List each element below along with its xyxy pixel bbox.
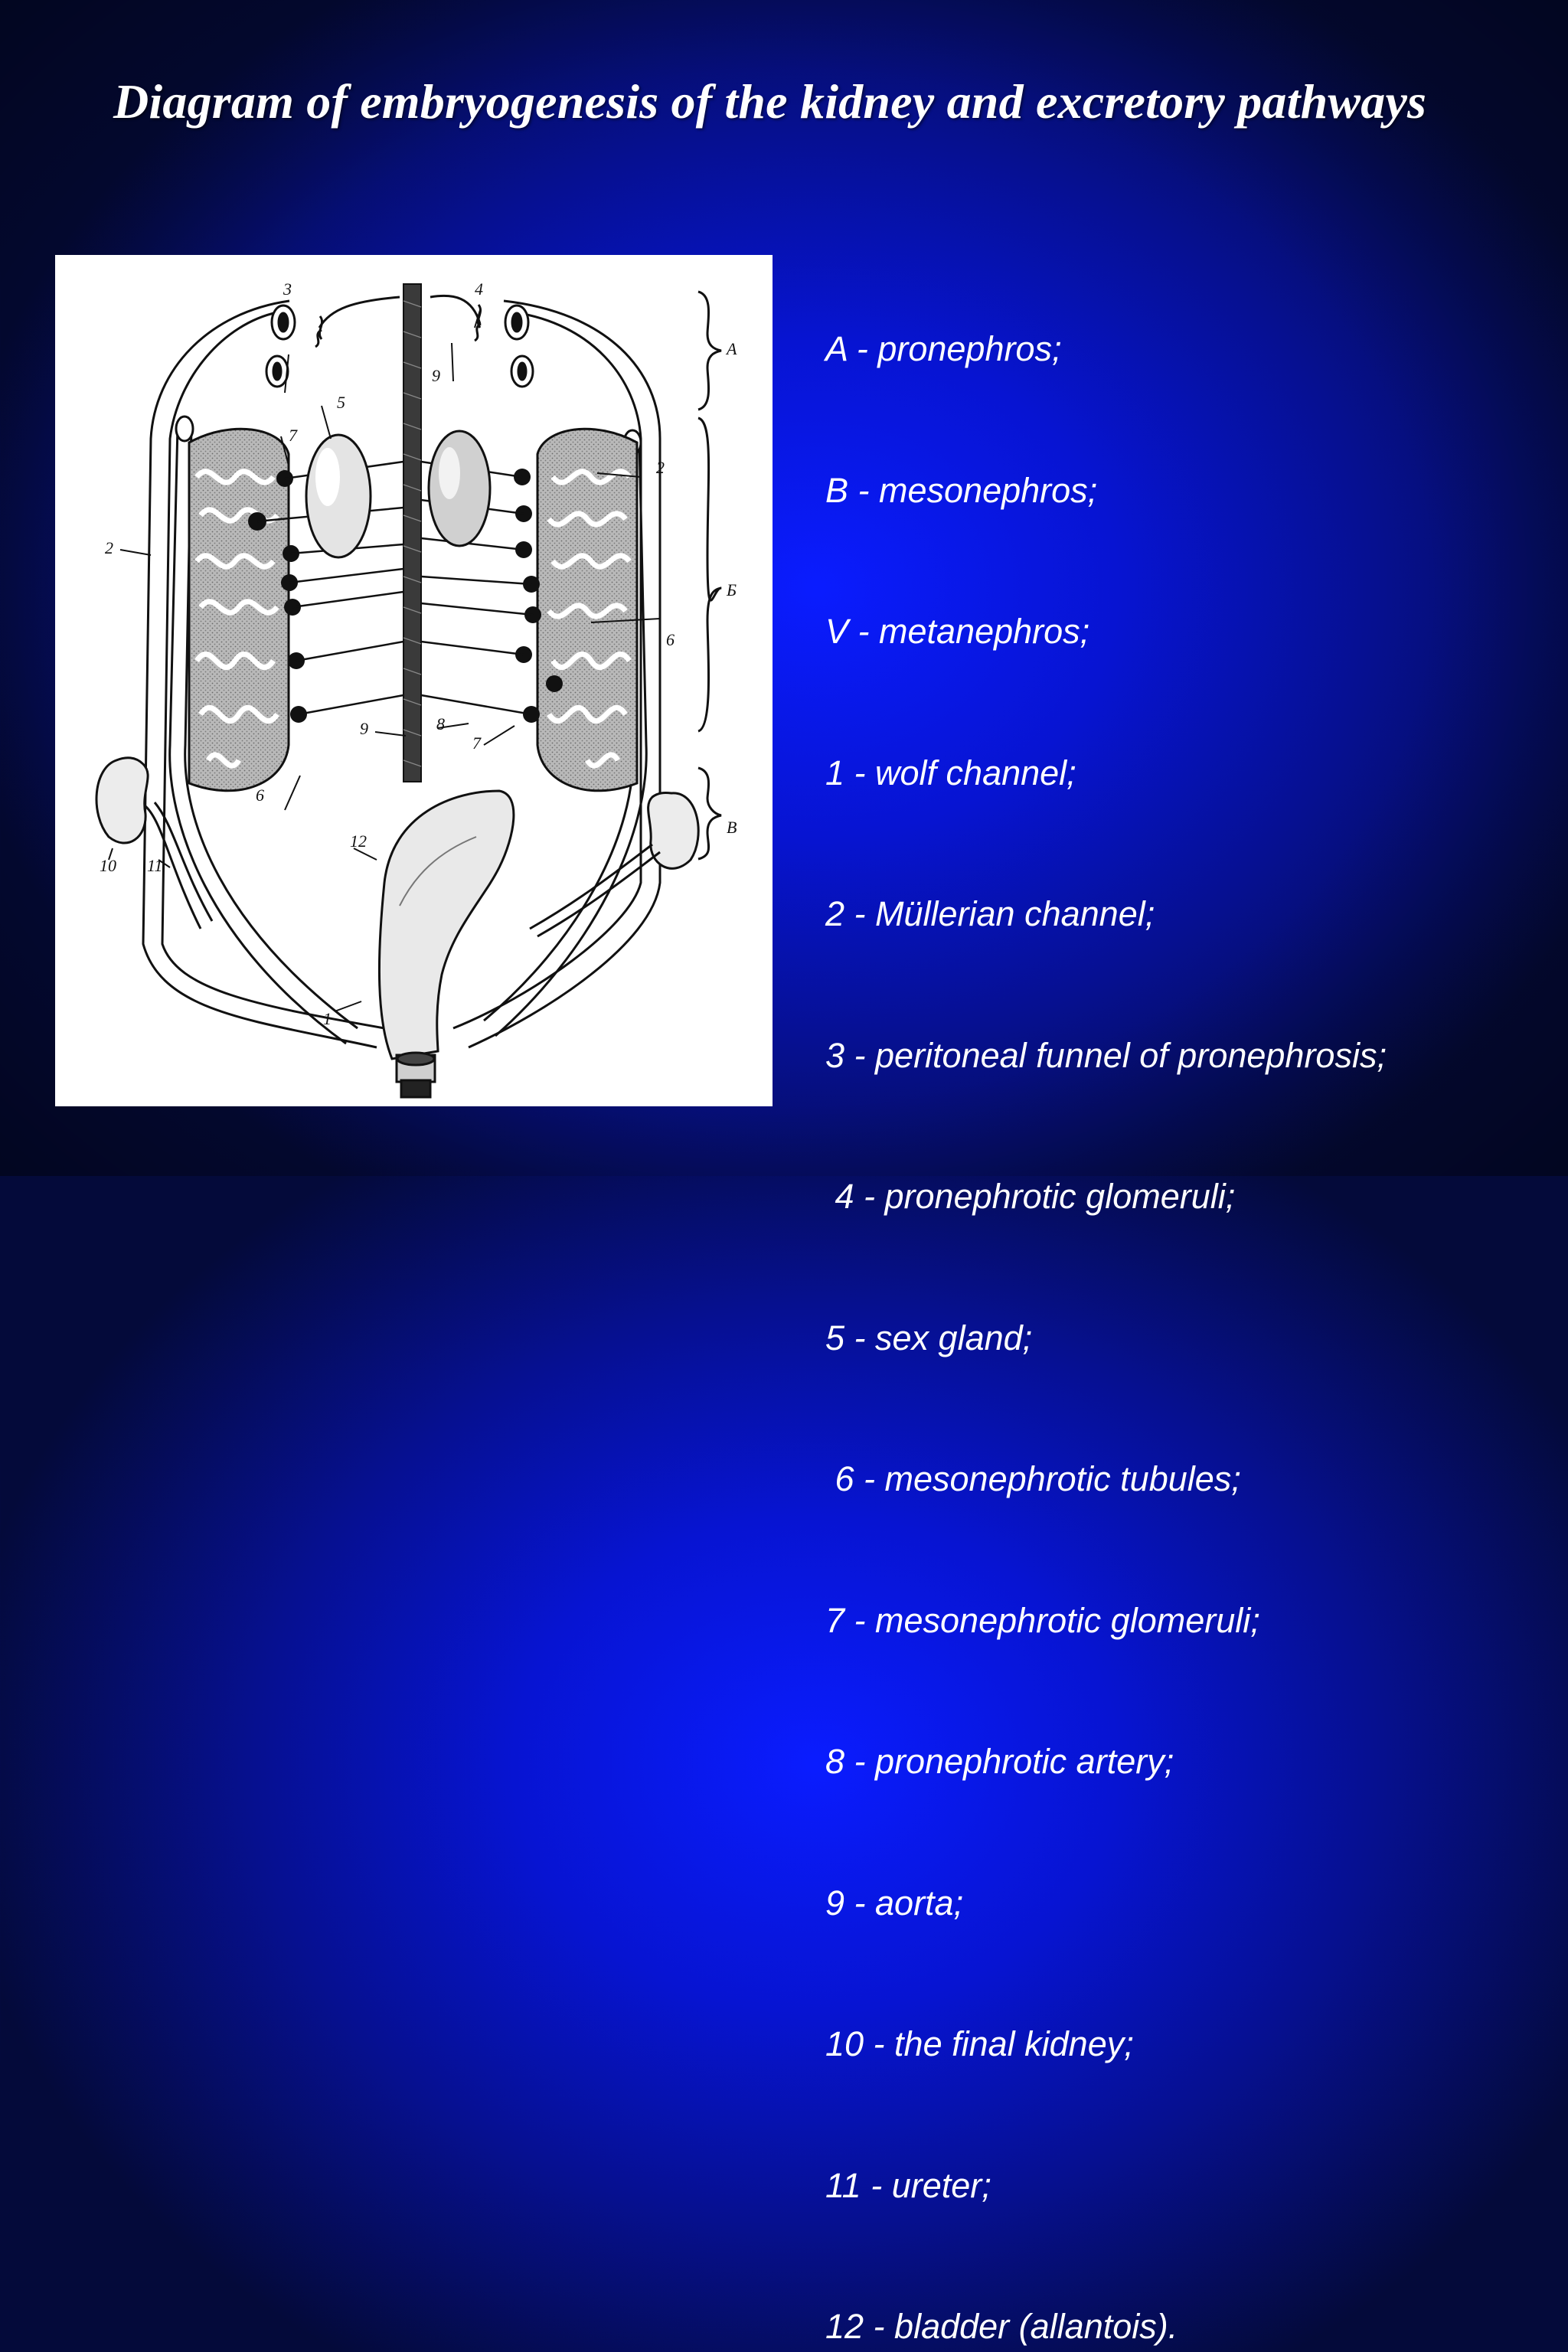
label-7-right: 7 [472, 733, 482, 753]
legend-item: 4 - pronephrotic glomeruli; [825, 1177, 1236, 1216]
label-11: 11 [147, 856, 162, 875]
pronephrotic-arteries [256, 460, 534, 716]
wolffian-ducts [142, 299, 662, 1049]
label-leaders [108, 309, 661, 1012]
legend-item: 12 - bladder (allantois). [825, 2307, 1178, 2346]
label-9-bottom: 9 [360, 719, 368, 738]
figure-labels: 1 2 2 3 4 5 6 6 7 7 8 9 9 10 11 12 [100, 279, 675, 1028]
sex-glands [305, 430, 492, 559]
label-2-left: 2 [105, 538, 113, 557]
label-10: 10 [100, 856, 116, 875]
bracket-label-v: В [727, 818, 737, 837]
pronephrotic-glomeruli [315, 294, 482, 348]
mesonephros-left [188, 427, 307, 792]
aorta [403, 283, 422, 782]
mesonephros-right [514, 427, 639, 792]
legend-item: V - metanephros; [825, 612, 1090, 651]
kidney-embryogenesis-drawing: 1 2 2 3 4 5 6 6 7 7 8 9 9 10 11 12 A Б В [95, 279, 737, 1099]
legend-item: 1 - wolf channel; [825, 753, 1076, 792]
legend-item: 5 - sex gland; [825, 1318, 1033, 1357]
bladder [377, 789, 515, 1099]
label-3: 3 [283, 279, 292, 299]
label-6-right: 6 [666, 630, 675, 649]
legend-item: 7 - mesonephrotic glomeruli; [825, 1600, 1260, 1640]
slide-title: Diagram of embryogenesis of the kidney a… [113, 74, 1427, 129]
legend-item: 10 - the final kidney; [825, 2024, 1134, 2063]
label-2-right: 2 [656, 458, 665, 477]
label-1: 1 [323, 1009, 332, 1028]
legend-item: 2 - Müllerian channel; [825, 894, 1155, 933]
legend-list: A - pronephros; B - mesonephros; V - met… [825, 231, 1387, 2352]
label-7-left: 7 [289, 426, 298, 445]
bracket-labels: A Б В [725, 339, 737, 837]
label-9-top: 9 [432, 366, 440, 385]
bracket-label-a: A [725, 339, 737, 358]
legend-item: 9 - aorta; [825, 1883, 964, 1922]
final-kidneys [95, 756, 700, 938]
label-5: 5 [337, 393, 345, 412]
legend-item: 11 - ureter; [825, 2165, 991, 2205]
legend-item: B - mesonephros; [825, 470, 1098, 510]
legend-item: 8 - pronephrotic artery; [825, 1742, 1174, 1781]
embryogenesis-figure: 1 2 2 3 4 5 6 6 7 7 8 9 9 10 11 12 A Б В [55, 255, 773, 1106]
label-6-left: 6 [256, 786, 264, 805]
peritoneal-funnels [265, 304, 534, 388]
legend-item: A - pronephros; [825, 329, 1062, 368]
legend-item: 6 - mesonephrotic tubules; [825, 1459, 1241, 1498]
label-12: 12 [350, 831, 367, 851]
bracket-label-b: Б [726, 580, 737, 599]
label-4: 4 [475, 279, 483, 299]
label-8: 8 [436, 714, 445, 733]
side-brackets [697, 290, 722, 861]
legend-item: 3 - peritoneal funnel of pronephrosis; [825, 1035, 1387, 1075]
